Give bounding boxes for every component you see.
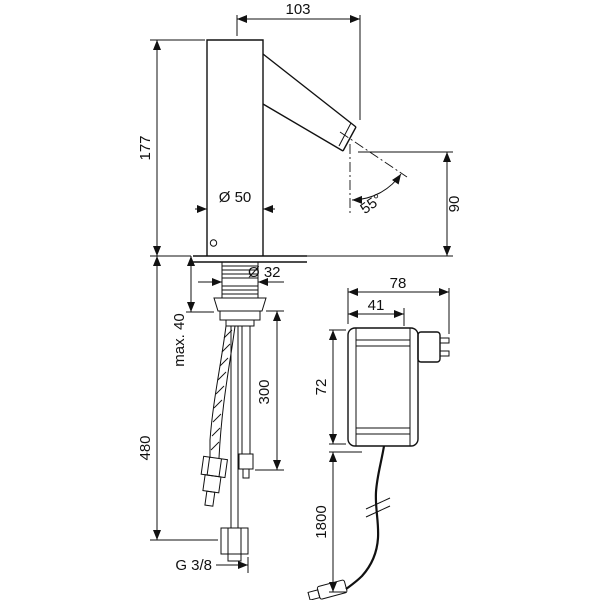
hose-connector bbox=[238, 453, 254, 470]
supply-hoses bbox=[200, 325, 254, 562]
dim-box-height-label: 72 bbox=[313, 379, 330, 396]
mounting-deck bbox=[193, 255, 453, 263]
g38-union-nut bbox=[220, 527, 249, 555]
dim-hose-length-label: 300 bbox=[256, 379, 273, 404]
control-box bbox=[347, 327, 450, 447]
mounting-nut bbox=[213, 297, 267, 312]
faucet-body bbox=[206, 39, 357, 256]
dim-outlet-height-label: 90 bbox=[446, 196, 463, 213]
dim-box-body-width-label: 41 bbox=[368, 297, 385, 314]
dim-cable-length: 1800 bbox=[313, 451, 362, 593]
dim-body-diameter-label: Ø 50 bbox=[219, 189, 252, 206]
power-plug bbox=[417, 331, 441, 363]
dim-box-total-width: 78 bbox=[347, 275, 450, 334]
dim-height-below-deck-label: 480 bbox=[137, 435, 154, 460]
dim-spout-reach-label: 103 bbox=[285, 1, 310, 18]
dim-box-body-width: 41 bbox=[348, 297, 405, 326]
dim-deck-thickness: max. 40 bbox=[171, 256, 214, 367]
dim-body-height-label: 177 bbox=[137, 135, 154, 160]
cable-break-mark bbox=[365, 497, 391, 510]
faucet-body-outline bbox=[206, 39, 264, 256]
hose-connector-tip bbox=[242, 468, 250, 479]
dim-cable-length-label: 1800 bbox=[313, 505, 330, 538]
dim-supply-thread: G 3/8 bbox=[175, 557, 249, 574]
sensor-dot bbox=[209, 239, 218, 247]
dim-hose-length: 300 bbox=[255, 310, 284, 471]
plug-pin-bottom bbox=[439, 350, 450, 357]
dim-shank-diameter-label: Ø 32 bbox=[248, 264, 281, 281]
mounting-washer bbox=[219, 310, 261, 321]
plug-pin-top bbox=[439, 337, 450, 344]
braided-hose-fitting bbox=[200, 455, 229, 507]
dim-spout-angle: 55° bbox=[339, 131, 408, 218]
cable-break-mark bbox=[365, 505, 391, 518]
dim-outlet-height: 90 bbox=[358, 151, 463, 256]
braided-hose-texture bbox=[210, 329, 233, 451]
dim-spout-reach: 103 bbox=[236, 1, 361, 120]
cable-end-connector bbox=[307, 579, 348, 600]
g38-stub bbox=[227, 553, 242, 562]
dim-box-total-width-label: 78 bbox=[390, 275, 407, 292]
dim-box-height: 72 bbox=[313, 329, 346, 445]
dim-supply-thread-label: G 3/8 bbox=[175, 557, 212, 574]
spout-top-edge bbox=[262, 53, 357, 128]
spout-bottom-edge bbox=[262, 103, 344, 152]
spout-aerator-line bbox=[338, 122, 352, 147]
mounting-base bbox=[225, 319, 255, 327]
dim-body-height: 177 bbox=[137, 39, 205, 257]
dim-height-below-deck: 480 bbox=[137, 256, 218, 541]
spout-tip-face bbox=[342, 126, 357, 152]
dim-shank-diameter: Ø 32 bbox=[198, 264, 284, 286]
dim-deck-thickness-label: max. 40 bbox=[171, 313, 188, 366]
power-cable bbox=[307, 445, 391, 600]
dim-spout-angle-label: 55° bbox=[357, 191, 385, 218]
dim-body-diameter: Ø 50 bbox=[195, 189, 275, 213]
